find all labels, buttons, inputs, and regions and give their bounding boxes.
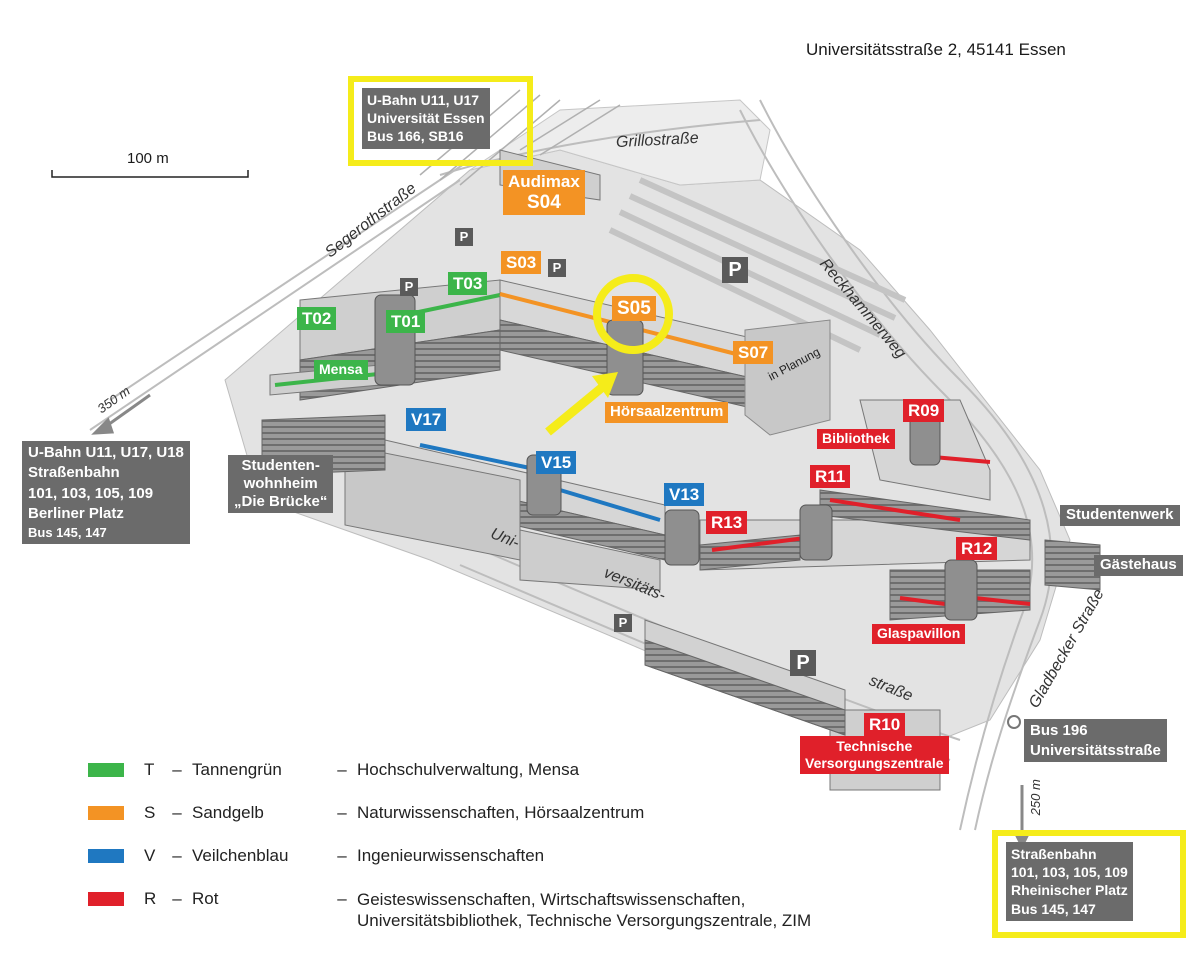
label-audimax-s04: Audimax S04 (503, 170, 585, 216)
legend-dash-v: – (172, 846, 182, 865)
legend-desc-r: Geisteswissenschaften, Wirtschaftswissen… (357, 889, 811, 932)
legend-name-r: Rot (192, 889, 219, 908)
parking-icon-6: P (790, 650, 816, 676)
address-label: Universitätsstraße 2, 45141 Essen (806, 40, 1066, 59)
legend-desc-r-line1: Geisteswissenschaften, Wirtschaftswissen… (357, 890, 746, 909)
distance-arrows (91, 393, 1032, 850)
label-technische-versorgungszentrale: Technische Versorgungszentrale (800, 736, 949, 774)
legend-dash2-r: – (337, 889, 347, 908)
building-v13: V13 (664, 483, 705, 507)
parking-icon-4: P (722, 257, 748, 283)
building-t03: T03 (448, 272, 488, 296)
legend-dash-s: – (172, 803, 182, 822)
building-s03: S03 (501, 251, 542, 275)
legend-letter-r: R (144, 889, 157, 908)
legend-dash2-t: – (337, 760, 347, 779)
legend-name-s: Sandgelb (192, 803, 264, 822)
label-mensa: Mensa (314, 360, 368, 380)
legend-swatch-r (88, 892, 124, 906)
legend-letter-s: S (144, 803, 156, 822)
grey-buildings (261, 414, 1101, 591)
transit-southeast-line3: Rheinischer Platz (1011, 882, 1128, 899)
legend-letter-v: V (144, 846, 156, 865)
building-r10: R10 (864, 713, 906, 737)
legend-row-r: R – Rot – Geisteswissenschaften, Wirtsch… (88, 889, 811, 930)
label-hoersaalzentrum: Hörsaalzentrum (605, 402, 729, 423)
transit-west-line3: 101, 103, 105, 109 (28, 484, 154, 502)
building-r11: R11 (810, 465, 851, 489)
scale-bar (51, 170, 249, 178)
legend-dash-t: – (172, 760, 182, 779)
technische-line1: Technische (836, 738, 913, 754)
label-studentenwohnheim: Studenten- wohnheim „Die Brücke“ (228, 455, 334, 513)
technische-line2: Versorgungszentrale (805, 754, 944, 771)
bus196-info: Bus 196 Universitätsstraße (1024, 719, 1167, 762)
hoersaalzentrum-arrow (545, 372, 618, 436)
parking-garage (644, 619, 846, 736)
label-glaspavillon: Glaspavillon (872, 624, 966, 644)
building-r09: R09 (903, 399, 945, 423)
legend-dash-r: – (172, 889, 182, 908)
scale-label: 100 m (127, 150, 169, 167)
legend-row-s: S – Sandgelb – Naturwissenschaften, Hörs… (88, 803, 644, 823)
transit-west-line5: Bus 145, 147 (28, 525, 107, 540)
building-s05: S05 (612, 296, 656, 322)
legend-desc-t: Hochschulverwaltung, Mensa (357, 760, 580, 780)
bus196-stop-marker (1007, 715, 1021, 729)
label-studentenwerk: Studentenwerk (1060, 505, 1180, 526)
transit-southeast-info: Straßenbahn 101, 103, 105, 109 Rheinisch… (1006, 842, 1133, 921)
legend-desc-r-line2: Universitätsbibliothek, Technische Verso… (357, 911, 812, 931)
legend-desc-s: Naturwissenschaften, Hörsaalzentrum (357, 803, 645, 823)
transit-top-line1: U-Bahn U11, U17 (367, 92, 480, 108)
building-v15: V15 (536, 451, 577, 475)
building-r12: R12 (956, 537, 998, 561)
transit-southeast-line2: 101, 103, 105, 109 (1011, 864, 1128, 881)
transit-highlight-southeast: Straßenbahn 101, 103, 105, 109 Rheinisch… (992, 830, 1186, 938)
legend-dash2-v: – (337, 846, 347, 865)
building-t02: T02 (297, 307, 337, 331)
bus196-line1: Bus 196 (1030, 722, 1088, 739)
distance-south: 250 m (1027, 779, 1043, 816)
label-bibliothek: Bibliothek (817, 429, 895, 449)
legend-dash2-s: – (337, 803, 347, 822)
transit-west-line2: Straßenbahn (28, 464, 120, 482)
legend-desc-v: Ingenieurwissenschaften (357, 846, 545, 866)
parking-icon-5: P (614, 614, 632, 632)
legend-swatch-s (88, 806, 124, 820)
transit-west-line1: U-Bahn U11, U17, U18 (28, 444, 184, 461)
bus196-line2: Universitätsstraße (1030, 741, 1161, 759)
studentenwohnheim-line3: „Die Brücke“ (234, 493, 328, 510)
label-gaestehaus: Gästehaus (1094, 555, 1183, 576)
transit-top-line3: Bus 166, SB16 (367, 128, 464, 145)
parking-icon-2: P (548, 259, 566, 277)
transit-southeast-line1: Straßenbahn (1011, 846, 1097, 862)
legend-swatch-v (88, 849, 124, 863)
s05-highlight-circle (593, 274, 673, 354)
legend-letter-t: T (144, 760, 155, 779)
transit-top-line2: Universität Essen (367, 110, 485, 127)
studentenwohnheim-line2: wohnheim (243, 475, 318, 492)
legend-row-t: T – Tannengrün – Hochschulverwaltung, Me… (88, 760, 579, 780)
transit-highlight-top: U-Bahn U11, U17 Universität Essen Bus 16… (348, 76, 533, 166)
building-v17: V17 (406, 408, 447, 432)
transit-top-info: U-Bahn U11, U17 Universität Essen Bus 16… (362, 88, 490, 149)
legend-name-t: Tannengrün (192, 760, 282, 779)
building-t01: T01 (386, 310, 426, 334)
legend-name-v: Veilchenblau (192, 846, 289, 865)
transit-west-info: U-Bahn U11, U17, U18 Straßenbahn 101, 10… (22, 441, 190, 544)
building-s04: S04 (526, 191, 561, 213)
transit-southeast-line4: Bus 145, 147 (1011, 900, 1096, 917)
audimax-name: Audimax (508, 172, 580, 191)
studentenwohnheim-line1: Studenten- (241, 457, 320, 474)
building-s07: S07 (733, 341, 774, 365)
parking-icon-1: P (455, 228, 473, 246)
legend-row-v: V – Veilchenblau – Ingenieurwissenschaft… (88, 846, 544, 866)
parking-icon-3: P (400, 278, 418, 296)
legend-swatch-t (88, 763, 124, 777)
building-r13: R13 (706, 511, 748, 535)
transit-west-line4: Berliner Platz (28, 504, 124, 522)
